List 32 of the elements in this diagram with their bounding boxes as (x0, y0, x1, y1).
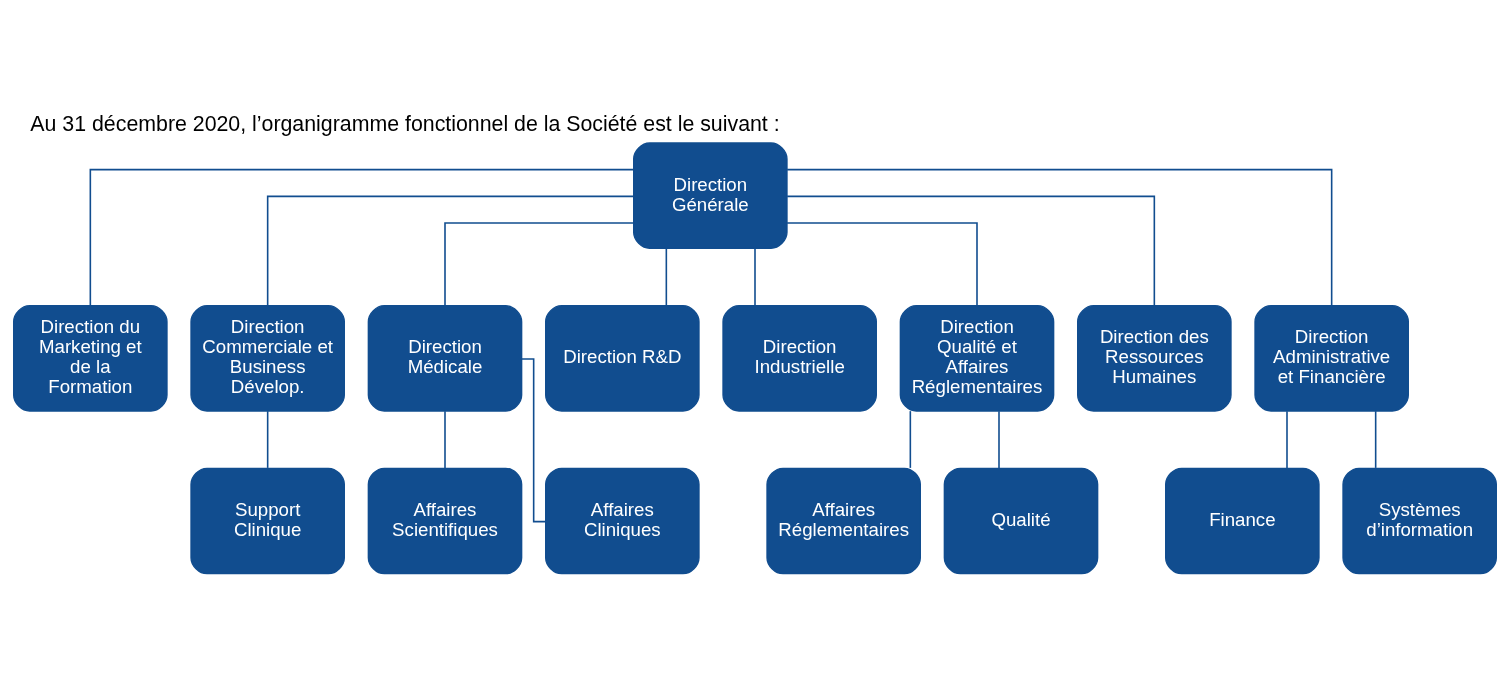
connector (89, 168, 634, 306)
node-box: Qualité (943, 467, 1099, 574)
node-box: Direction Générale (633, 141, 788, 249)
connector (266, 409, 269, 469)
node-box: Direction Qualité et Affaires Réglementaires (899, 304, 1055, 412)
connector (1286, 409, 1288, 469)
connector (909, 409, 912, 469)
connector (786, 221, 978, 306)
connector (520, 357, 547, 522)
node-box: Direction des Ressources Humaines (1077, 304, 1232, 412)
connector (444, 221, 635, 306)
node-box: Direction Médicale (367, 304, 523, 412)
node-box: Direction Administrative et Financière (1254, 304, 1409, 412)
connector (266, 195, 635, 306)
connector (665, 247, 668, 306)
node-box: Direction Industrielle (722, 304, 877, 412)
node-box: Direction Commerciale et Business Dévelop. (190, 304, 345, 412)
connector (786, 195, 1156, 306)
node-box: Direction du Marketing et de la Formation (13, 304, 168, 412)
node-box: Support Clinique (190, 467, 345, 574)
connector (786, 168, 1333, 306)
connector (998, 409, 1000, 469)
node-box: Affaires Réglementaires (766, 467, 921, 574)
node-box: Direction R&D (545, 304, 700, 412)
connector (444, 409, 446, 469)
diagram-title: Au 31 décembre 2020, l’organigramme fonctionnel de la Société est le suivant : (30, 111, 780, 136)
node-box: Finance (1165, 467, 1320, 574)
node-box: Affaires Cliniques (545, 467, 700, 574)
connector (754, 247, 756, 306)
node-box: Systèmes d’information (1342, 467, 1497, 574)
node-box: Affaires Scientifiques (367, 467, 523, 574)
connector (1374, 409, 1377, 469)
